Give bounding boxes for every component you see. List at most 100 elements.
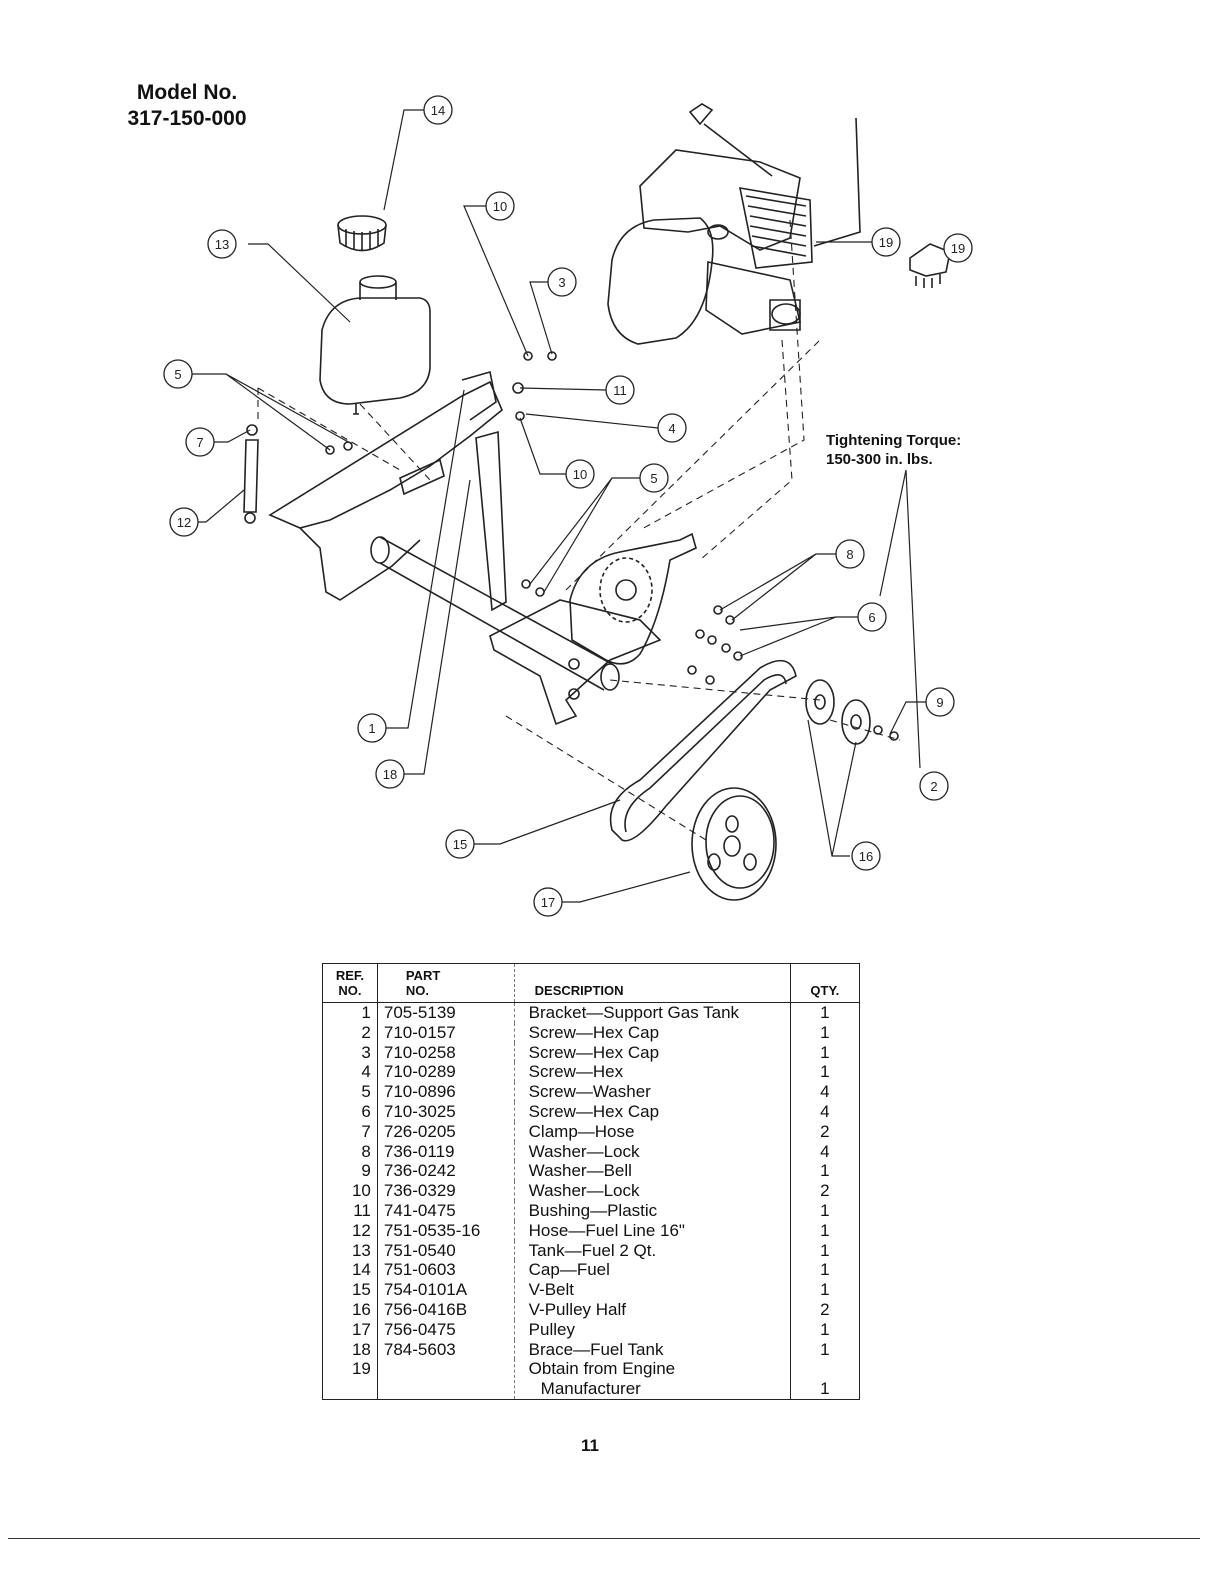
description-cell: Screw—Washer (514, 1082, 791, 1102)
alignment-lines (257, 219, 901, 841)
ref-no-cell: 19 (322, 1359, 378, 1400)
description-text: Cap—Fuel (528, 1260, 610, 1280)
ref-no-cell: 1 (322, 1002, 378, 1023)
qty-cell: 1 (820, 1319, 830, 1339)
description-cell: Washer—Lock (514, 1141, 791, 1162)
svg-text:11: 11 (613, 383, 627, 398)
callout-bubble: 3 (547, 267, 577, 297)
svg-text:18: 18 (383, 767, 397, 782)
description-cell: Screw—Hex Cap (514, 1022, 791, 1043)
qty-cell: 1 (820, 1022, 830, 1042)
ref-no-cell: 3 (322, 1042, 378, 1063)
callout-bubble: 18 (375, 759, 405, 789)
svg-text:1: 1 (368, 721, 375, 736)
qty-cell: 1 (820, 1339, 830, 1359)
ref-no-cell: 10 (322, 1181, 378, 1201)
part-no-cell: 736-0119 (377, 1141, 515, 1162)
description-text: V-Pulley Half (528, 1299, 626, 1319)
part-no-cell: 756-0416B (377, 1299, 515, 1320)
callout-bubble: 19 (871, 227, 901, 257)
ref-no-header: REF.NO. (322, 963, 378, 1003)
description-cell: Tank—Fuel 2 Qt. (514, 1240, 791, 1261)
engine-drawing (607, 103, 861, 345)
fuel-hose-drawing (243, 424, 259, 524)
callout-bubble: 15 (445, 829, 475, 859)
brace-drawing (475, 430, 507, 612)
axle-tube-drawing (370, 536, 620, 691)
callout-bubble: 4 (657, 413, 687, 443)
description-cell: Bracket—Support Gas Tank (514, 1002, 791, 1023)
callout-bubble: 6 (857, 602, 887, 632)
lower-bracket-drawing (489, 599, 662, 726)
qty-cell: 1 (820, 1280, 830, 1300)
belt-guard-drawing (569, 532, 697, 665)
ref-no-cell: 4 (322, 1062, 378, 1083)
description-cell: Clamp—Hose (514, 1121, 791, 1142)
part-no-cell: 710-3025 (377, 1101, 515, 1122)
part-no-cell: 756-0475 (377, 1319, 515, 1340)
description-text: V-Belt (528, 1280, 575, 1300)
callout-bubble: 5 (639, 463, 669, 493)
description-text: Tank—Fuel 2 Qt. (528, 1240, 657, 1260)
qty-cell: 4 (820, 1101, 830, 1121)
part-no-cell: 710-0157 (377, 1022, 515, 1043)
description-cell: Screw—Hex (514, 1062, 791, 1083)
ref-no-cell: 5 (322, 1082, 378, 1102)
v-belt-drawing (609, 659, 797, 842)
footer-rule (8, 1538, 1200, 1539)
description-text: Washer—Bell (528, 1161, 632, 1181)
description-text: Washer—Lock (528, 1181, 640, 1201)
ref-no-cell: 17 (322, 1319, 378, 1340)
callout-bubble: 16 (851, 841, 881, 871)
description-text: Washer—Lock (528, 1141, 640, 1161)
callout-bubble: 13 (207, 229, 237, 259)
qty-cell: 1 (820, 1260, 830, 1280)
description-text: Bushing—Plastic (528, 1200, 658, 1220)
tightening-torque-note: Tightening Torque: 150-300 in. lbs. (826, 431, 961, 469)
exploded-parts-diagram: 14 13 10 3 19 19 5 11 4 7 10 5 12 8 6 1 … (163, 95, 973, 917)
description-cell: V-Pulley Half (514, 1299, 791, 1320)
qty-cell: 2 (820, 1181, 830, 1201)
ref-no-cell: 15 (322, 1280, 378, 1300)
part-no-cell: 751-0540 (377, 1240, 515, 1261)
torque-line-1: Tightening Torque: (826, 432, 962, 449)
callout-bubble: 1 (357, 713, 387, 743)
callout-bubble: 5 (163, 359, 193, 389)
ref-no-cell: 12 (322, 1220, 378, 1241)
qty-cell: 1 (820, 1003, 830, 1022)
description-cell: Screw—Hex Cap (514, 1101, 791, 1122)
svg-text:6: 6 (868, 610, 875, 625)
callout-bubble: 19 (943, 233, 973, 263)
model-heading: Model No. 317-150-000 (112, 80, 262, 132)
model-label: Model No. (136, 81, 238, 104)
description-text: Screw—Hex Cap (528, 1022, 660, 1042)
part-no-cell: 784-5603 (377, 1339, 515, 1360)
description-cell: Brace—Fuel Tank (514, 1339, 791, 1360)
description-text: Screw—Hex Cap (528, 1101, 660, 1121)
part-no-cell: 736-0329 (377, 1181, 515, 1201)
callout-bubble: 14 (423, 95, 453, 125)
description-text: Hose—Fuel Line 16" (528, 1220, 685, 1240)
ref-no-cell: 14 (322, 1260, 378, 1281)
fuel-tank-drawing (319, 275, 431, 415)
svg-text:7: 7 (196, 435, 203, 450)
svg-text:17: 17 (541, 895, 555, 910)
pulley-drawing (691, 787, 777, 901)
part-no-cell: 726-0205 (377, 1121, 515, 1142)
description-text: Pulley (528, 1319, 575, 1339)
model-number: 317-150-000 (127, 107, 247, 130)
description-text: Screw—Hex (528, 1062, 624, 1082)
callout-bubble: 7 (185, 427, 215, 457)
part-no-cell: 741-0475 (377, 1200, 515, 1221)
description-text-continued: Manufacturer (540, 1379, 641, 1399)
callout-bubble: 2 (919, 771, 949, 801)
